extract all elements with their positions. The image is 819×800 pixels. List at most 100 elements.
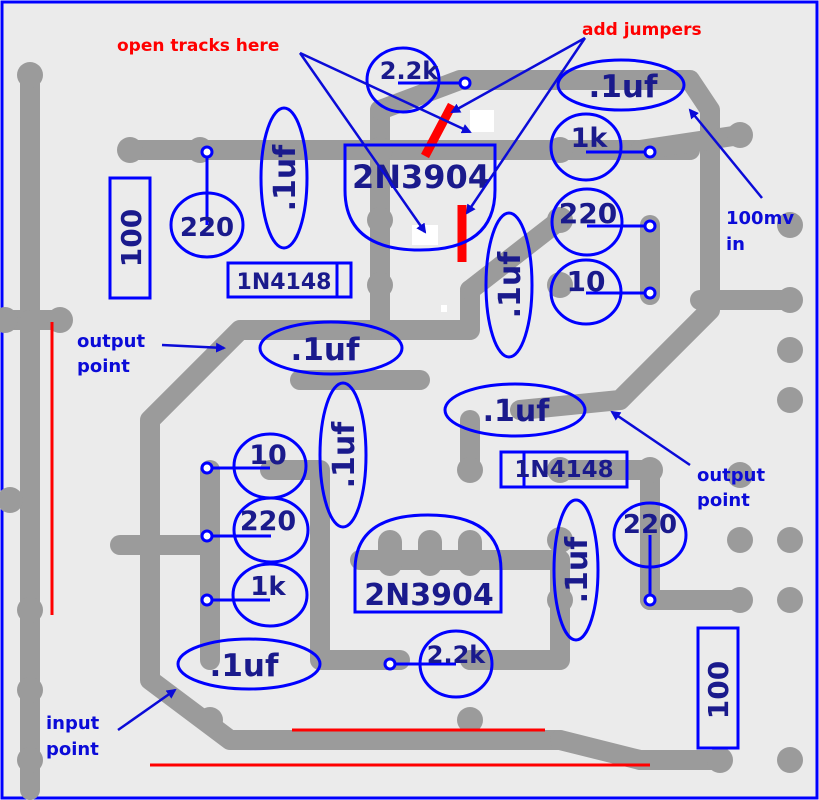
label-cap-vert-bottom-right: .1uf [560, 536, 595, 604]
arrow-output-left [161, 342, 226, 353]
lead-pad [643, 145, 657, 159]
arrow-jumper-1 [450, 36, 586, 114]
component-labels: 2.2k .1uf 1k 220 10 2N3904 .1uf 220 100 … [115, 57, 735, 719]
outline-cap-mid-right [443, 382, 587, 438]
outline-220-top-right [550, 187, 624, 257]
pad [457, 707, 483, 733]
pad [727, 462, 753, 488]
label-cap-vert-bottom-left: .1uf [327, 421, 362, 489]
label-100-left: 100 [115, 209, 148, 267]
pad [727, 122, 753, 148]
outline-cap-input [176, 637, 322, 691]
label-cap-top-right: .1uf [589, 69, 658, 105]
label-transistor-top: 2N3904 [352, 158, 490, 196]
pad [777, 747, 803, 773]
pad [17, 597, 43, 623]
outline-1k-bottom [231, 562, 309, 628]
label-2k2-bottom: 2.2k [427, 641, 487, 669]
label-220-top-right: 220 [559, 197, 617, 230]
label-cap-vert-top-left: .1uf [268, 144, 303, 212]
arrow-open-tracks-2 [298, 52, 427, 234]
arrow-open-tracks-1 [299, 51, 472, 134]
lead-pad [200, 593, 214, 607]
arrow-jumper-2 [465, 37, 587, 215]
solder-pads [0, 62, 803, 773]
pad [458, 530, 482, 576]
label-10-bottom: 10 [249, 440, 287, 471]
component-leads [200, 76, 657, 671]
arrow-output-right [610, 410, 691, 467]
annotation-output-right-1: output [697, 465, 765, 486]
annotation-in: in [726, 234, 745, 255]
annotation-input-2: point [46, 739, 99, 760]
outline-diode-bottom [499, 450, 629, 489]
pad [777, 387, 803, 413]
annotations: open tracks here add jumpers 100mv in ou… [46, 20, 794, 760]
annotation-output-left-2: point [77, 356, 130, 377]
lead-pad [200, 461, 214, 475]
outline-cap-vert-top-left [259, 106, 309, 250]
pad [777, 527, 803, 553]
pad [0, 487, 23, 513]
lead-pad [458, 76, 472, 90]
pad [17, 747, 43, 773]
outline-diode-top [226, 261, 353, 299]
label-220-bottom-right: 220 [623, 510, 677, 540]
annotation-open-tracks: open tracks here [117, 36, 279, 56]
pad [637, 457, 663, 483]
pad [727, 587, 753, 613]
label-transistor-bottom: 2N3904 [364, 578, 493, 613]
outline-100-left [108, 176, 152, 300]
jumpers [50, 102, 650, 767]
annotation-output-left-1: output [77, 331, 145, 352]
lead-pad [200, 529, 214, 543]
annotation-arrows [117, 36, 763, 732]
outline-cap-top-right [556, 58, 686, 112]
outline-cap-vert-bottom-right [552, 498, 600, 642]
label-diode-top: 1N4148 [237, 270, 332, 295]
label-diode-bottom: 1N4148 [514, 457, 613, 483]
pad [367, 207, 393, 233]
pad [727, 527, 753, 553]
pad [17, 62, 43, 88]
pad [777, 587, 803, 613]
pad [117, 137, 143, 163]
label-1k-bottom: 1k [250, 572, 286, 602]
outline-1k-top [549, 112, 623, 182]
label-220-top-left: 220 [180, 213, 234, 243]
pad [547, 587, 573, 613]
pad [418, 530, 442, 576]
annotation-100mv: 100mv [726, 208, 794, 229]
cut-mark-upper [421, 102, 456, 159]
outline-transistor-bottom [353, 513, 503, 614]
annotation-add-jumpers: add jumpers [582, 20, 702, 40]
label-cap-output-left: .1uf [291, 332, 360, 368]
lead-pad [643, 593, 657, 607]
pad [777, 337, 803, 363]
pad [197, 707, 223, 733]
arrow-input [117, 688, 177, 732]
pad [707, 747, 733, 773]
pad [457, 457, 483, 483]
outline-100-right [696, 626, 740, 750]
lead-pad [383, 657, 397, 671]
pad [777, 212, 803, 238]
label-100-right: 100 [702, 661, 735, 719]
label-1k-top: 1k [571, 123, 609, 154]
cut-gap [412, 225, 438, 245]
pad [367, 272, 393, 298]
label-10-top: 10 [567, 265, 606, 298]
pad [777, 287, 803, 313]
pad [547, 527, 573, 553]
pad [0, 307, 18, 333]
lead-pad [200, 145, 214, 159]
label-cap-vert-mid: .1uf [493, 251, 528, 319]
annotation-output-right-2: point [697, 490, 750, 511]
annotation-input-1: input [46, 713, 100, 734]
arrow-100mv [688, 108, 763, 199]
lead-pad [643, 286, 657, 300]
pad [547, 457, 573, 483]
outline-220-bottom-left [232, 496, 310, 564]
